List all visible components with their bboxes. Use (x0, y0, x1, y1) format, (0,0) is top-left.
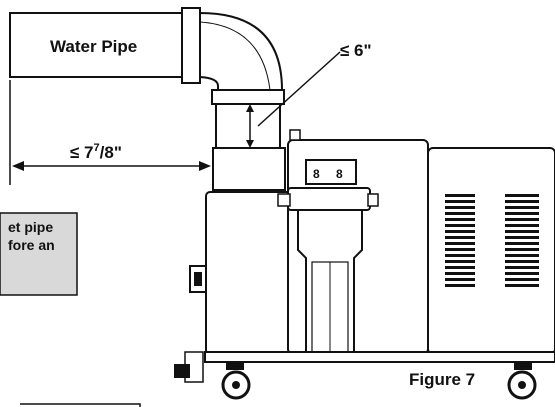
height-dimension-label: ≤ 6" (340, 41, 372, 60)
unit-left-panel (205, 191, 293, 355)
filter-bracket (305, 159, 357, 185)
water-pipe-label: Water Pipe (50, 37, 137, 56)
caster-left (221, 362, 251, 400)
callout-line-1: et pipe (8, 219, 53, 235)
figure-caption: Figure 7 (409, 370, 475, 389)
callout-line-2: fore an (8, 237, 55, 253)
width-dimension-label: ≤ 77/8" (70, 142, 122, 162)
pipe-elbow (199, 11, 283, 93)
caster-right (507, 362, 537, 400)
callout-box (0, 212, 78, 296)
unit-base (204, 351, 555, 363)
pipe-collar (211, 89, 285, 105)
vent-grille-left (445, 194, 475, 287)
pipe-flange (181, 7, 201, 84)
vent-grille-right (505, 194, 539, 287)
height-leader-line (257, 51, 341, 127)
pipe-base-collar (212, 147, 286, 191)
svg-text:8: 8 (313, 167, 320, 181)
water-pipe-box (9, 12, 183, 78)
svg-text:8: 8 (336, 167, 343, 181)
filter-head (287, 187, 371, 211)
